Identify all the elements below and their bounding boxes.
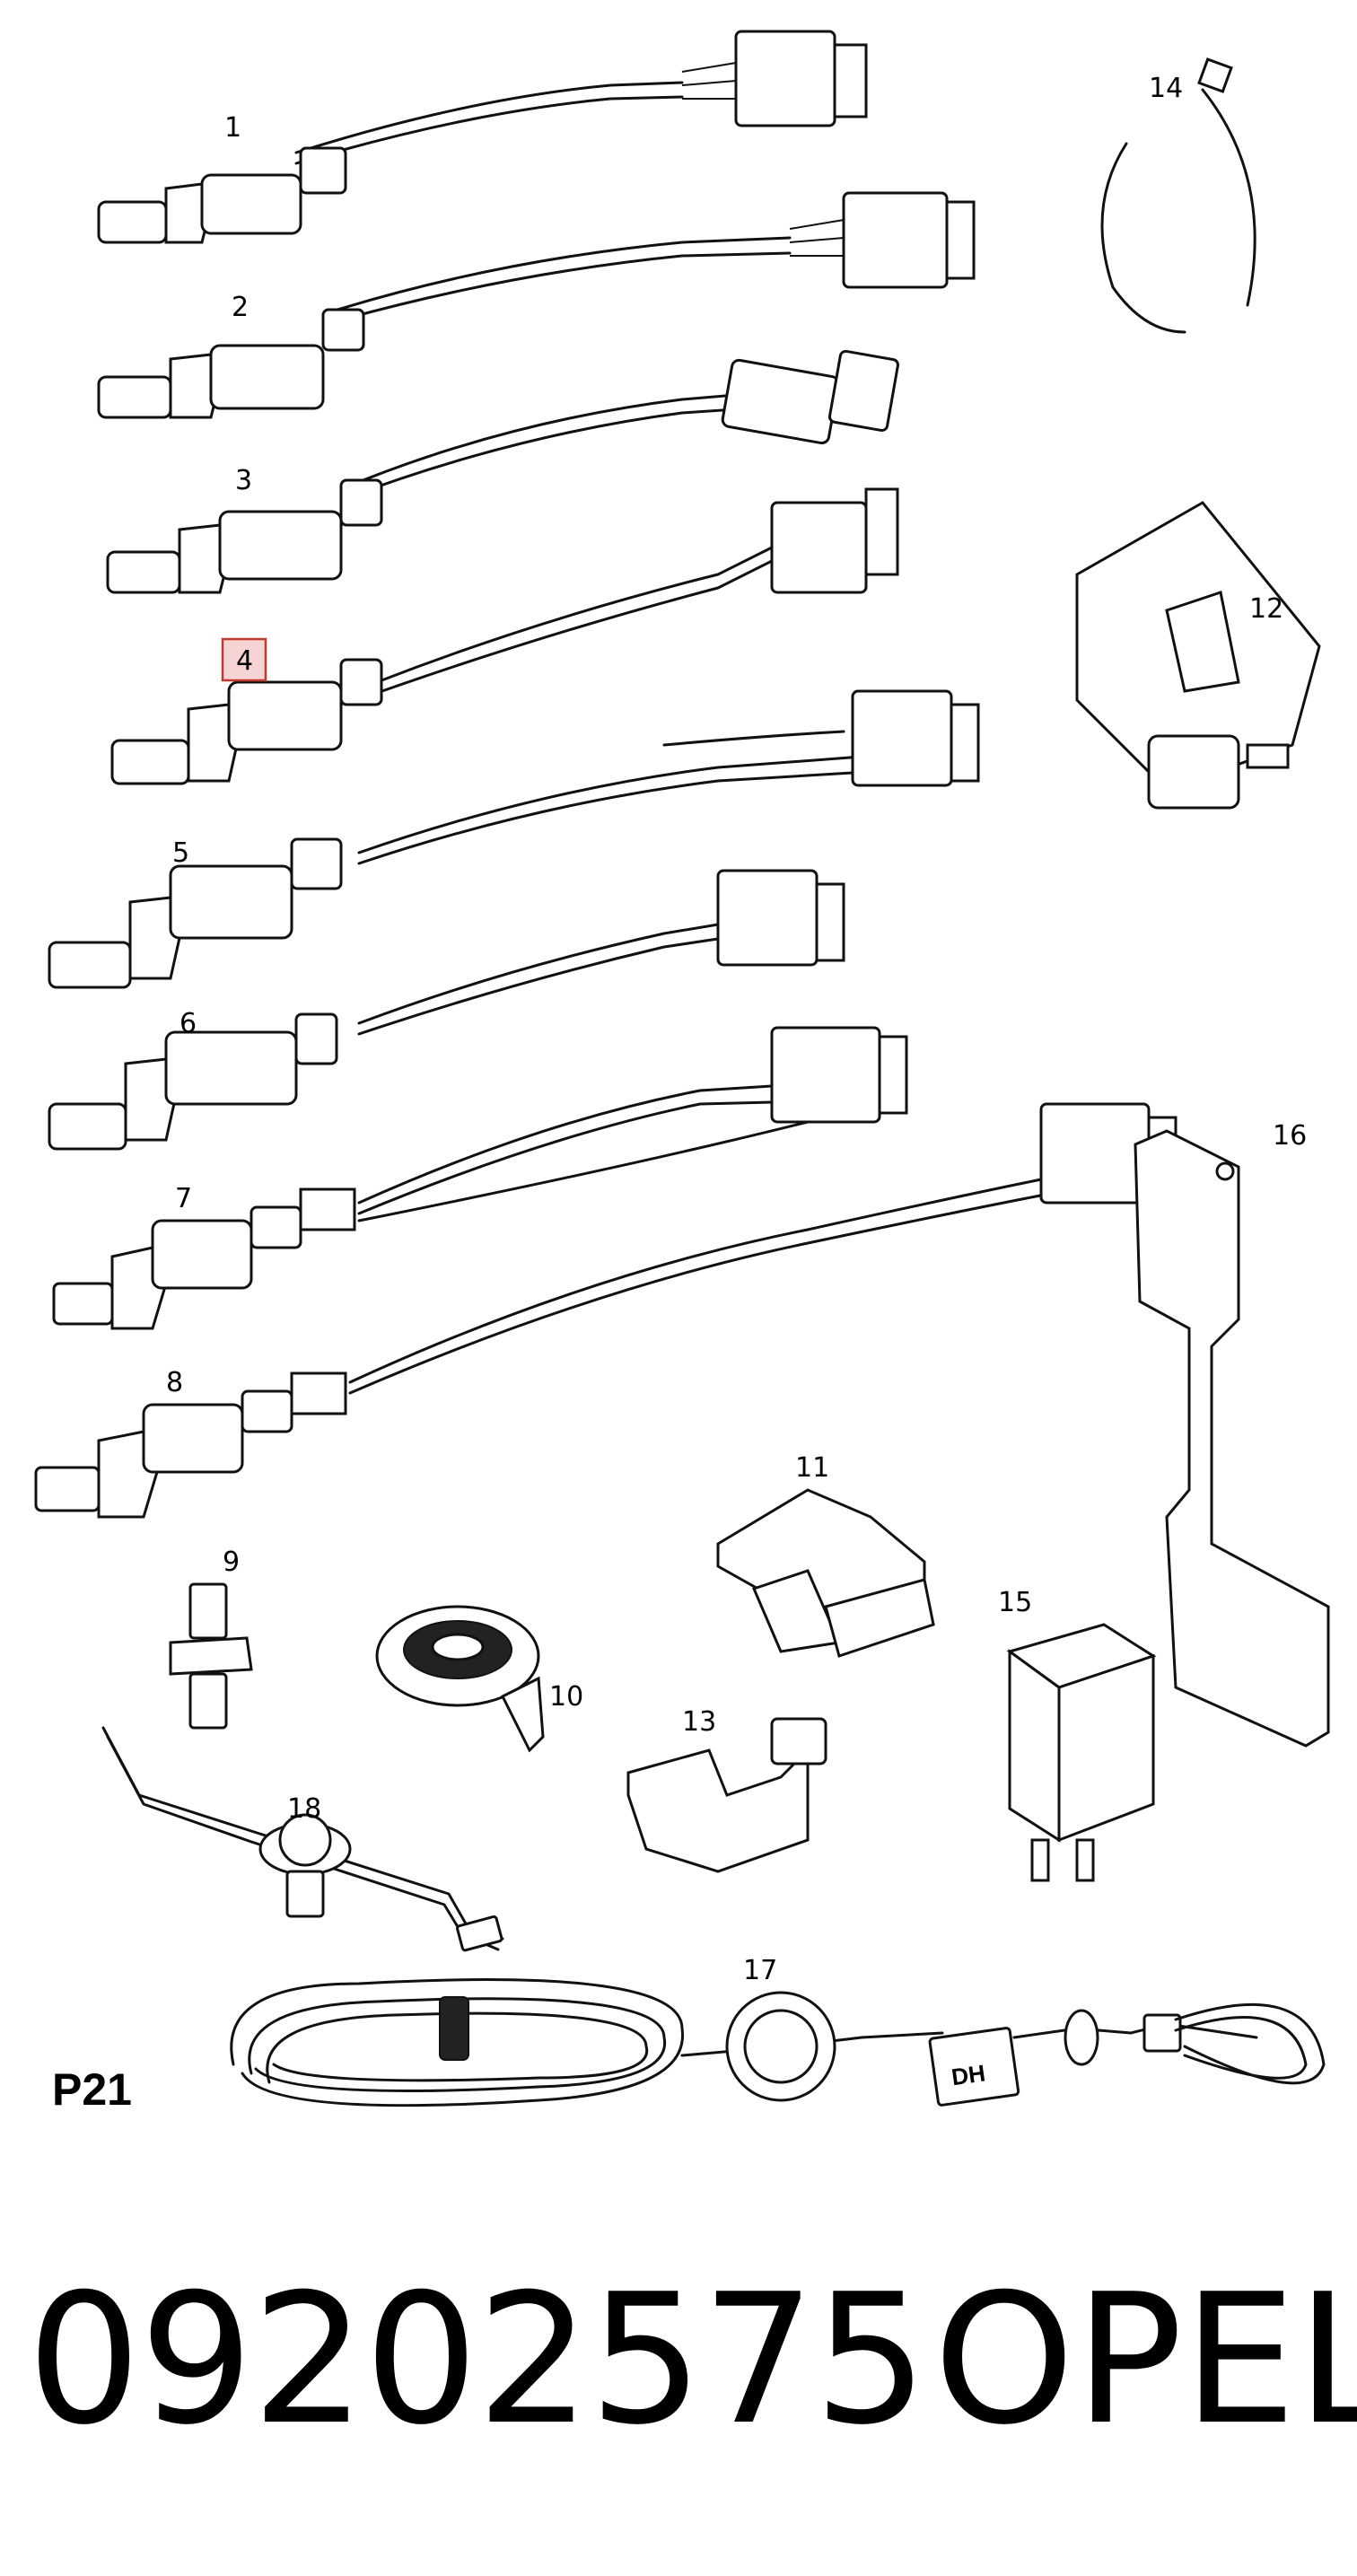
callout-8: 8	[166, 1367, 183, 1398]
oxygen-sensor-2	[97, 191, 976, 419]
callout-11: 11	[795, 1452, 829, 1484]
callout-15: 15	[998, 1587, 1032, 1618]
relay-marking-text: DH	[950, 2059, 986, 2090]
brand-name: OPEL	[933, 2256, 1357, 2465]
stud-9	[169, 1582, 253, 1730]
oxygen-sensor-3	[106, 349, 899, 594]
cable-tie-14	[1100, 57, 1256, 334]
callout-3: 3	[235, 465, 252, 496]
holder-clip-13	[626, 1717, 827, 1873]
callout-10: 10	[549, 1681, 583, 1713]
tape-roll-10	[375, 1605, 545, 1753]
callout-9: 9	[223, 1546, 240, 1578]
callout-7: 7	[175, 1183, 192, 1214]
oxygen-sensor-8	[34, 1102, 1178, 1519]
clip-11	[716, 1488, 935, 1658]
page-label: P21	[52, 2064, 132, 2115]
oxygen-sensor-7	[52, 1026, 908, 1330]
bracket-plate-16	[1134, 1129, 1330, 1748]
callout-4-highlight-box	[221, 637, 267, 682]
callout-17: 17	[743, 1955, 777, 1986]
oxygen-sensor-5	[48, 689, 980, 989]
cable-assembly-17	[230, 1978, 1326, 2107]
callout-16: 16	[1273, 1120, 1307, 1152]
callout-4[interactable]: 4	[236, 645, 253, 677]
callout-2: 2	[232, 292, 249, 323]
callout-12: 12	[1249, 593, 1283, 625]
callout-18: 18	[287, 1793, 321, 1825]
callout-labels: 1 2 3 4 5 6 7 8 9 10 11 12 13 14 15 16 1…	[166, 73, 1307, 1986]
relay-15	[1006, 1623, 1157, 1882]
oxygen-sensor-1	[97, 30, 868, 244]
callout-13: 13	[682, 1706, 716, 1738]
oxygen-sensor-4	[110, 487, 899, 785]
bracket-12	[1075, 501, 1321, 810]
callout-14: 14	[1149, 73, 1183, 104]
callout-5: 5	[172, 837, 189, 869]
callout-1: 1	[224, 112, 241, 144]
part-number: 09202575	[27, 2256, 928, 2465]
oxygen-sensor-6	[48, 869, 845, 1151]
sensor-18	[101, 1726, 504, 1952]
callout-6: 6	[179, 1008, 197, 1039]
